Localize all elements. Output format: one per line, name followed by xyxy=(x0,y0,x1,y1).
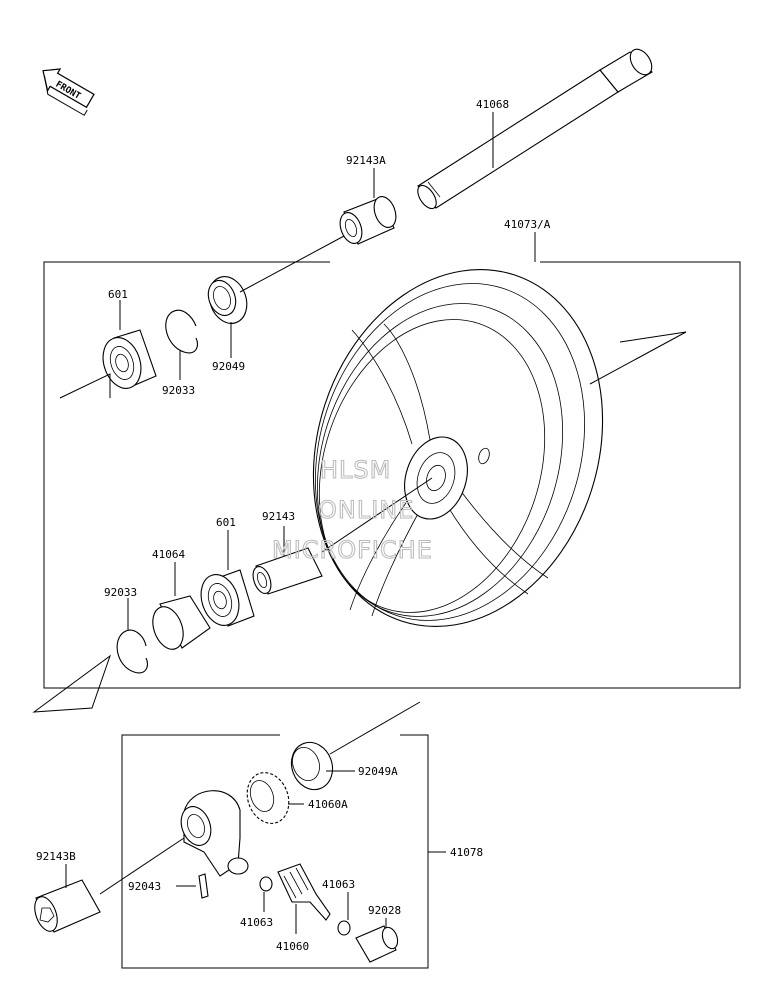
label-92033-lower: 92033 xyxy=(104,586,137,599)
part-labels: 41068 92143A 41073/A 601 92049 92033 921… xyxy=(36,98,551,953)
front-wheel xyxy=(312,269,604,627)
watermark: HLSM ONLINE MICROFICHE xyxy=(271,455,433,564)
pinion-41060 xyxy=(277,863,331,921)
oil-seal-92049a xyxy=(290,741,334,791)
collar-92143a xyxy=(339,196,397,245)
circlip-92033-lower xyxy=(116,629,149,674)
label-92033-upper: 92033 xyxy=(162,384,195,397)
gearbox-assembly-frame xyxy=(121,734,429,969)
label-41063-left: 41063 xyxy=(240,916,273,929)
label-41073-a: 41073/A xyxy=(504,218,551,231)
bearing-601-upper xyxy=(102,329,157,389)
label-41068: 41068 xyxy=(476,98,509,111)
circlip-92033-upper xyxy=(165,309,199,354)
label-92143b: 92143B xyxy=(36,850,76,863)
label-92049a: 92049A xyxy=(358,765,398,778)
label-41064: 41064 xyxy=(152,548,185,561)
watermark-line-1: HLSM xyxy=(320,456,391,484)
watermark-line-2: ONLINE xyxy=(318,496,414,524)
label-92049: 92049 xyxy=(212,360,245,373)
label-92143: 92143 xyxy=(262,510,295,523)
hub-cover-41064 xyxy=(152,595,211,650)
watermark-line-3: MICROFICHE xyxy=(272,536,433,564)
label-41060a: 41060A xyxy=(308,798,348,811)
label-41063-right: 41063 xyxy=(322,878,355,891)
bearing-601-lower xyxy=(200,569,255,627)
label-601-upper: 601 xyxy=(108,288,128,301)
washer-41063-right xyxy=(337,920,351,936)
label-92028: 92028 xyxy=(368,904,401,917)
washer-41063-left xyxy=(259,876,273,892)
pin-92043 xyxy=(198,873,209,899)
distance-collar-92143 xyxy=(252,547,323,595)
front-axle xyxy=(417,48,653,210)
label-92043: 92043 xyxy=(128,880,161,893)
label-601-lower: 601 xyxy=(216,516,236,529)
label-41060: 41060 xyxy=(276,940,309,953)
label-41078: 41078 xyxy=(450,846,483,859)
label-92143a: 92143A xyxy=(346,154,386,167)
speedometer-gearbox xyxy=(180,790,249,877)
collar-92143b xyxy=(34,879,101,933)
leader-lines xyxy=(32,112,687,934)
front-arrow-icon: FRONT xyxy=(42,68,95,116)
bushing-92028 xyxy=(355,925,399,963)
oil-seal-92049 xyxy=(207,276,248,324)
speedometer-gear-41060a xyxy=(246,772,290,824)
wheel-assembly-frame xyxy=(43,261,741,689)
